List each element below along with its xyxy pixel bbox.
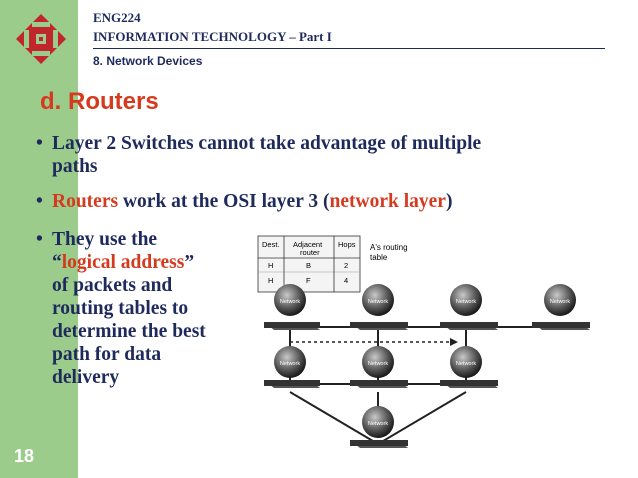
table-header-hops: Hops [338, 240, 356, 249]
course-code: ENG224 [93, 10, 141, 25]
course-title: INFORMATION TECHNOLOGY – Part I [93, 29, 332, 44]
network-label: Network [456, 299, 476, 305]
table-caption: A's routing [370, 243, 408, 252]
router-b-bottom: Network B [264, 346, 320, 396]
bullet-text: work at the OSI layer 3 ( [118, 191, 330, 212]
network-label: Network [280, 299, 300, 305]
bullet-text-line: “logical address” [52, 252, 195, 273]
bullet-text-line: They use the [52, 229, 158, 250]
university-logo-icon [16, 14, 66, 64]
router-label: B [294, 390, 298, 396]
router-g: Network G [532, 284, 590, 338]
router-f: Network F [440, 346, 498, 396]
network-label: Network [368, 361, 388, 367]
table-header-router: router [300, 248, 320, 257]
router-label: D [382, 390, 387, 396]
network-links [289, 326, 580, 445]
bullet-text-line: of packets and [52, 275, 173, 296]
routing-table: Dest. Adjacent router Hops H B 2 H F 4 [257, 235, 361, 293]
routers-highlight: Routers [52, 191, 119, 212]
logical-address-highlight: logical address [61, 252, 185, 273]
table-header-dest: Dest. [262, 240, 280, 249]
network-label: Network [280, 361, 300, 367]
table-caption: table [370, 253, 388, 262]
table-cell: H [268, 261, 273, 270]
router-label: E [382, 450, 386, 456]
router-label: F [472, 390, 476, 396]
router-h: Network H [440, 284, 498, 338]
network-label: Network [456, 361, 476, 367]
router-e: Network E [350, 406, 408, 456]
table-cell: B [306, 261, 311, 270]
bullet-dot: • [36, 133, 43, 154]
bullet-routers: • Routers work at the OSI layer 3 (netwo… [36, 190, 453, 213]
router-b-top: Network B [350, 284, 408, 338]
bullet-text-line: determine the best [52, 321, 206, 342]
bullet-text-line: path for data [52, 344, 162, 365]
network-label: Network [368, 299, 388, 305]
page-number: 18 [14, 446, 35, 466]
bullet-dot: • [36, 191, 43, 212]
router-label: H [472, 332, 476, 338]
router-label: A [294, 332, 298, 338]
chapter-subtitle: 8. Network Devices [93, 54, 203, 68]
table-header-adjacent: Adjacent [293, 240, 323, 249]
section-title: d. Routers [40, 88, 159, 115]
table-cell: 2 [344, 261, 348, 270]
header-divider [93, 48, 605, 49]
bullet-text-line: routing tables to [52, 298, 189, 319]
bullet-dot: • [36, 229, 43, 250]
router-label: B [382, 332, 386, 338]
left-sidebar: 18 [0, 0, 78, 478]
router-d: Network D [350, 346, 408, 396]
bullet-text-line: paths [52, 156, 98, 177]
bullet-layer2: • Layer 2 Switches cannot take advantage… [36, 132, 482, 178]
bullet-text: ) [445, 191, 453, 212]
network-label: Network [550, 299, 570, 305]
table-cell: H [268, 276, 273, 285]
table-cell: F [306, 276, 311, 285]
network-label: Network [368, 421, 388, 427]
router-label: G [566, 332, 571, 338]
bullet-text-line: Layer 2 Switches cannot take advantage o… [52, 133, 482, 154]
bullet-logical-address: • They use the “logical address” of pack… [36, 228, 206, 389]
router-network-diagram: Dest. Adjacent router Hops H B 2 H F 4 A… [257, 235, 590, 456]
router-a: Network A [264, 284, 320, 338]
table-cell: 4 [344, 276, 348, 285]
network-layer-highlight: network layer [329, 191, 446, 212]
route-arrowhead [450, 338, 458, 346]
bullet-text-line: delivery [52, 367, 120, 388]
